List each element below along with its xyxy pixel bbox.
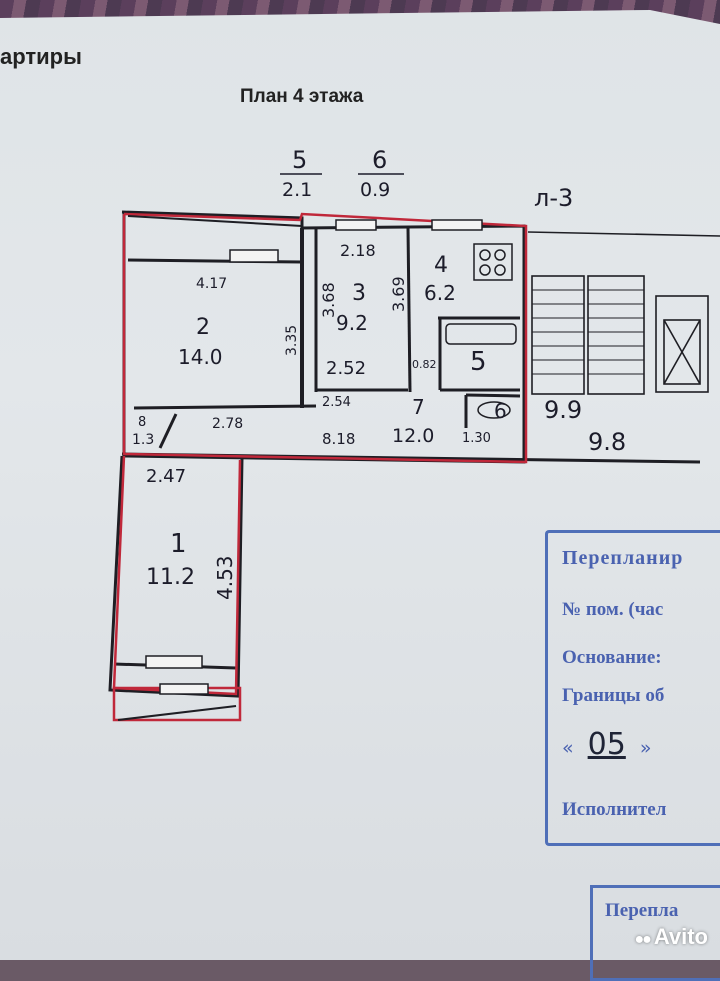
bathtub-icon <box>445 323 517 345</box>
toilet-icon <box>477 401 511 419</box>
watermark-text: Avito <box>653 924 708 949</box>
elevator-shaft <box>655 295 709 393</box>
wall-room2-bottom <box>133 404 317 410</box>
window-balcony <box>159 683 209 695</box>
room2-area: 14.0 <box>178 345 223 369</box>
header-fragment: артиры <box>0 44 82 69</box>
window-room2 <box>229 249 279 263</box>
window-room4 <box>431 219 483 231</box>
plan-title: План 4 этажа <box>240 86 364 107</box>
room4-num: 4 <box>434 253 448 278</box>
dim-278: 2.78 <box>212 416 243 432</box>
room8-door <box>158 413 178 449</box>
stamp-date-close: » <box>639 737 652 759</box>
main-outline <box>121 210 526 464</box>
stair-label: л-3 <box>534 184 573 212</box>
room8-num: 8 <box>138 415 146 430</box>
room5-num: 5 <box>470 347 487 377</box>
avito-logo-icon: ●● <box>634 931 651 948</box>
windows <box>145 219 483 695</box>
room1-area: 11.2 <box>146 565 195 590</box>
wall-room6-top <box>465 393 521 398</box>
room4-area: 6.2 <box>424 281 456 305</box>
dim-252: 2.52 <box>326 358 366 379</box>
window-room3 <box>335 219 377 231</box>
stairwell <box>527 231 720 395</box>
stair-flight-left <box>531 275 585 395</box>
room1-num: 1 <box>170 529 187 559</box>
dim-818: 8.18 <box>322 430 355 448</box>
stamp-basis: Основание: <box>562 647 662 668</box>
dim-368: 3.68 <box>319 282 338 318</box>
dim-130: 1.30 <box>462 431 491 446</box>
elevator-cab <box>663 319 701 385</box>
elevator-cross-b <box>663 319 701 385</box>
balcony-bottom-diag <box>117 705 237 721</box>
stair-area-1: 9.9 <box>544 396 582 424</box>
balcony5-num: 5 <box>292 146 307 174</box>
balcony6-area: 0.9 <box>360 179 390 201</box>
floor-plan: 5 2.1 6 0.9 л-3 2 14.0 3 9.2 4 6.2 5 6 7… <box>108 146 720 722</box>
stamp-room-number: № пом. (час <box>562 599 664 620</box>
dim-417: 4.17 <box>196 276 227 292</box>
stamp-boundaries: Границы об <box>562 685 665 706</box>
wall-room4-left <box>406 227 412 393</box>
room3-num: 3 <box>352 281 366 306</box>
room6-num: 6 <box>494 399 507 423</box>
stair-steps <box>532 289 644 375</box>
room3-area: 9.2 <box>336 311 368 335</box>
room7-area: 12.0 <box>392 425 434 447</box>
dim-335: 3.35 <box>284 325 300 356</box>
redevelopment-stamp: Перепланир № пом. (час Основание: Границ… <box>545 530 720 846</box>
second-stamp-title: Перепла <box>605 900 679 921</box>
stamp-executor: Исполнител <box>562 799 667 820</box>
room8-area: 1.3 <box>132 432 154 448</box>
dim-453: 4.53 <box>213 555 237 600</box>
stair-flight-right <box>587 275 645 395</box>
room7-num: 7 <box>412 395 425 419</box>
dim-254: 2.54 <box>322 395 351 410</box>
dim-218: 2.18 <box>340 241 376 260</box>
stamp-date: « 05 » <box>562 727 651 762</box>
stair-area-2: 9.8 <box>588 428 626 456</box>
stove-icon <box>473 243 513 281</box>
dim-082: 0.82 <box>412 358 437 371</box>
dim-369: 3.69 <box>389 276 408 312</box>
balcony6-num: 6 <box>372 146 387 174</box>
window-room1 <box>145 655 203 669</box>
dim-247: 2.47 <box>146 466 186 487</box>
avito-watermark: ●●Avito <box>634 924 708 950</box>
red-main <box>122 212 528 464</box>
stamp-date-open: « <box>562 737 574 759</box>
balcony5-diag <box>127 215 303 227</box>
room2-num: 2 <box>196 315 210 340</box>
balconies <box>117 215 303 721</box>
stamp-title: Перепланир <box>562 547 684 569</box>
stamp-date-day: 05 <box>587 727 626 762</box>
stair-top-wall <box>527 231 720 237</box>
balcony5-area: 2.1 <box>282 179 312 201</box>
